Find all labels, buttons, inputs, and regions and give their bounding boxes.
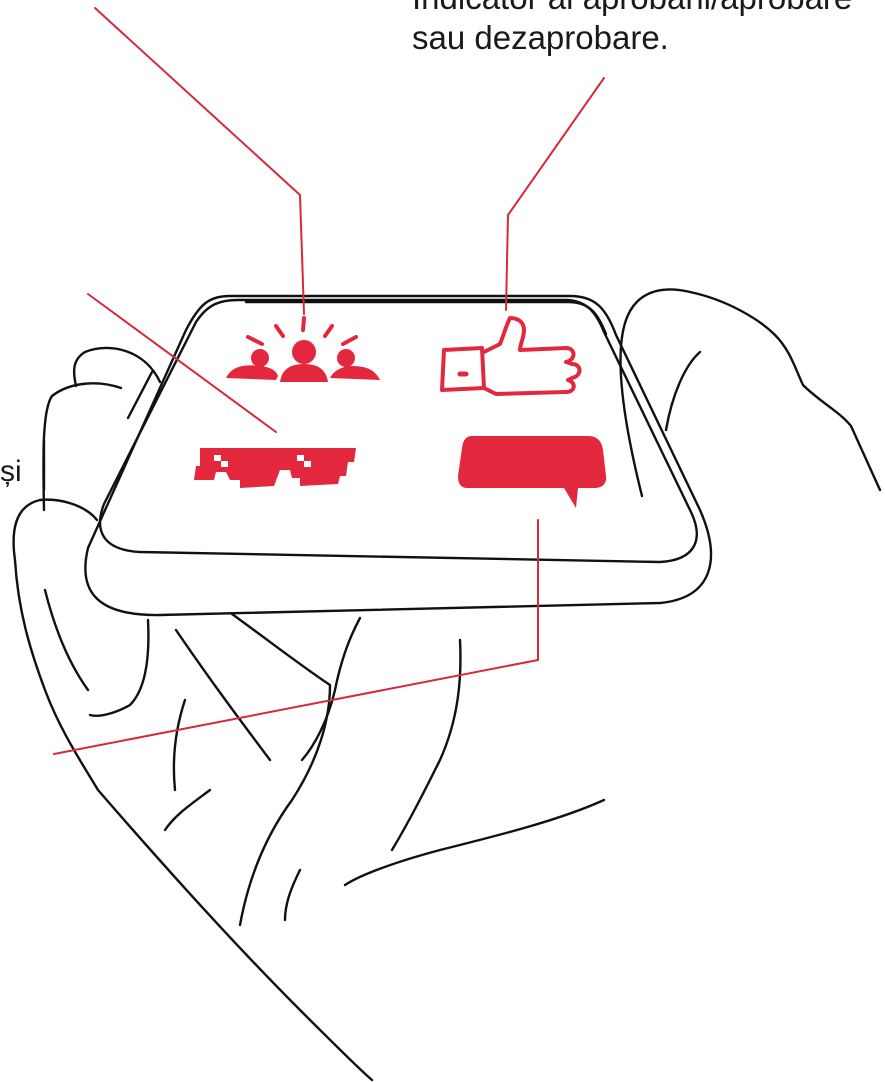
phone-screen bbox=[100, 300, 697, 562]
palm-crease-5 bbox=[392, 640, 460, 850]
crowd-icon bbox=[226, 318, 380, 382]
palm-crease-2 bbox=[232, 614, 330, 925]
palm-crease-7 bbox=[165, 790, 210, 830]
palm-crease-3 bbox=[176, 630, 270, 760]
hand-right-thumb bbox=[621, 289, 880, 496]
hand-thumb-nail bbox=[666, 352, 700, 430]
speech-bubble-icon bbox=[458, 436, 606, 508]
palm-crease-6 bbox=[345, 800, 604, 885]
palm-crease-9 bbox=[285, 870, 300, 920]
thumbs-up-icon bbox=[442, 318, 580, 394]
palm-crease-8 bbox=[174, 700, 185, 790]
leader-sunglasses bbox=[88, 294, 276, 432]
leader-crowd bbox=[95, 8, 304, 314]
palm-crease-1 bbox=[90, 620, 148, 716]
leader-thumbs-up bbox=[506, 78, 604, 310]
finger-crease-1 bbox=[45, 590, 88, 690]
smartphone bbox=[85, 296, 711, 615]
finger-3 bbox=[14, 500, 372, 1080]
phone-bezel-rim bbox=[246, 302, 606, 334]
hand-illustration bbox=[14, 289, 880, 1080]
phone-outer-body bbox=[85, 296, 711, 615]
pixel-sunglasses-icon bbox=[194, 448, 356, 488]
